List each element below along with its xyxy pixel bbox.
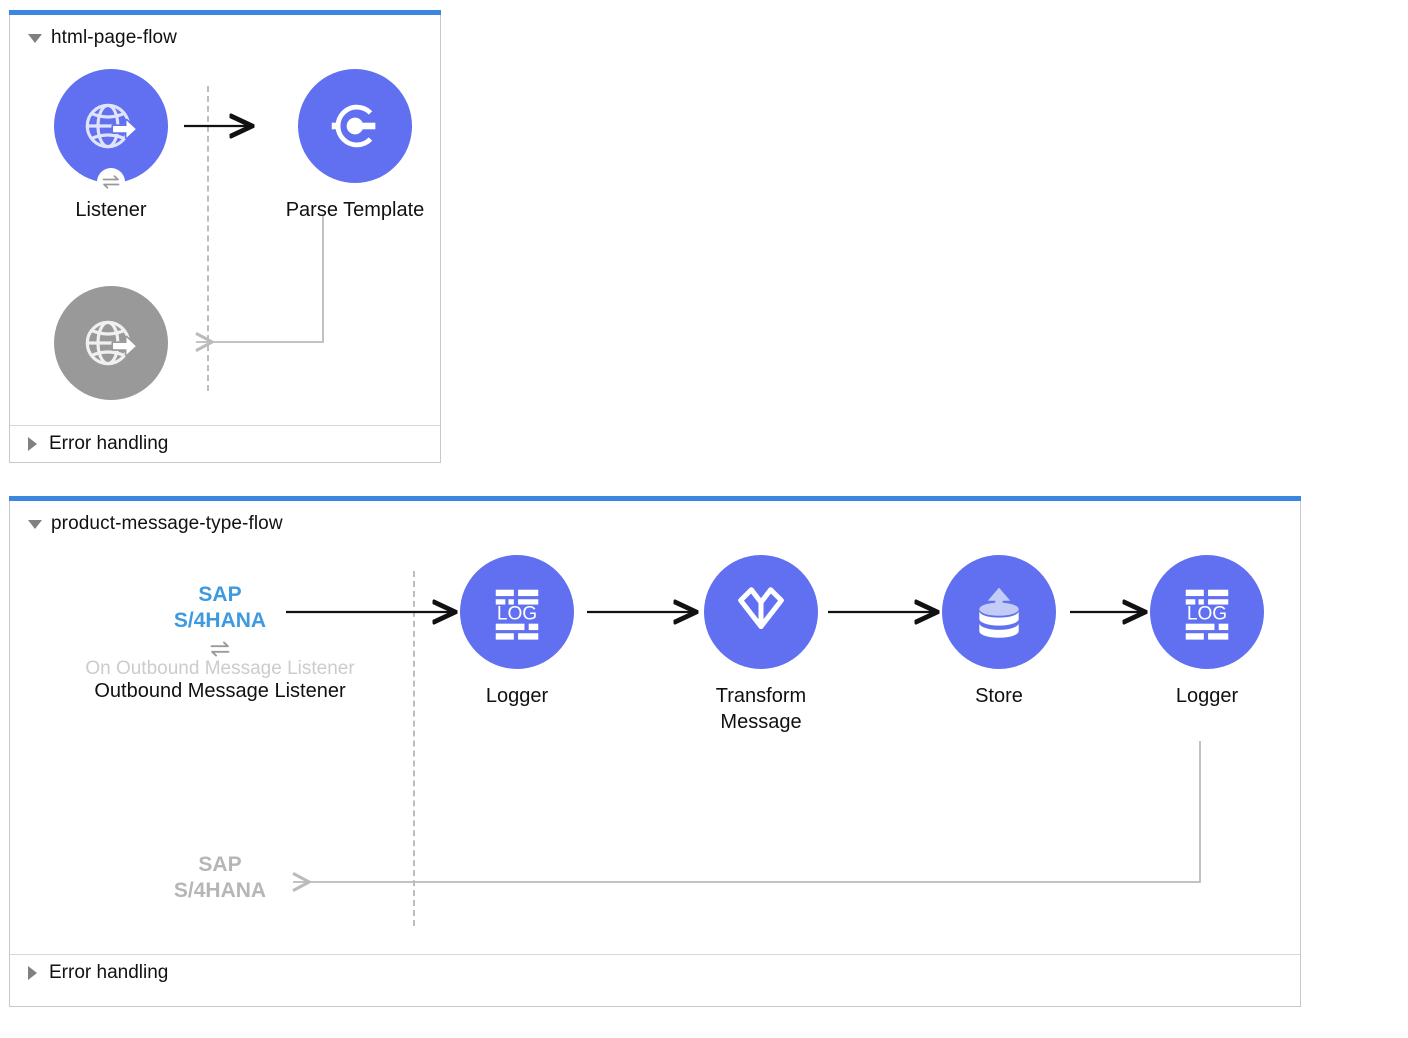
node-logger-1[interactable]: LOG Logger [460,555,574,709]
source-operation-ghost: On Outbound Message Listener [85,658,355,679]
source-connector-name: SAP S/4HANA [173,583,267,632]
error-handling-divider [10,954,1300,955]
source-divider-dashed [207,86,209,391]
logger-log-icon: LOG [495,589,539,640]
http-response-globe-arrow-icon [85,320,138,366]
http-listener-globe-arrow-icon [85,103,138,149]
http-response-circle[interactable] [54,286,168,400]
triangle-right-icon[interactable] [28,437,37,451]
triangle-down-icon[interactable] [28,33,42,43]
store-database-upload-icon [979,587,1019,638]
flow-panel-product-message-type-flow[interactable]: product-message-type-flow SAP S/4HANA On… [9,496,1301,1007]
node-store[interactable]: Store [942,555,1056,709]
flow-header[interactable]: product-message-type-flow [28,513,283,535]
triangle-right-icon[interactable] [28,966,37,980]
error-handling-row[interactable]: Error handling [28,962,168,984]
node-label: Logger [485,685,549,707]
logger-icon-text: LOG [497,603,537,624]
flow-title: html-page-flow [51,27,178,48]
node-listener[interactable]: Listener [54,69,168,223]
flow-panel-html-page-flow[interactable]: html-page-flow [9,10,441,463]
parse-template-circle[interactable] [298,69,412,183]
transform-message-circle[interactable] [704,555,818,669]
triangle-down-icon[interactable] [28,519,42,529]
source-operation: Outbound Message Listener [94,680,346,702]
node-logger-2[interactable]: LOG Logger [1150,555,1264,709]
node-label: Store [975,685,1023,707]
transform-message-icon [738,587,784,630]
error-handling-row[interactable]: Error handling [28,433,168,455]
http-listener-circle[interactable] [54,69,168,196]
flow-accent-bar [9,10,441,15]
bidirectional-swap-icon [97,168,125,196]
node-http-response-muted[interactable] [54,286,168,400]
logger-circle[interactable]: LOG [1150,555,1264,669]
error-handling-label: Error handling [49,433,169,454]
node-label: Listener [75,199,147,221]
node-parse-template[interactable]: Parse Template [265,69,445,223]
node-label: Transform Message [715,685,807,733]
logger-circle[interactable]: LOG [460,555,574,669]
flow2-connectors [286,496,1201,1007]
logger-icon-text: LOG [1187,603,1227,624]
bidirectional-swap-icon [207,640,233,658]
logger-log-icon: LOG [1185,589,1229,640]
response-sap-s4hana-muted[interactable]: SAP S/4HANA [110,852,330,904]
response-connector-name: SAP S/4HANA [173,853,267,902]
node-transform-message[interactable]: Transform Message [701,555,821,735]
flow-accent-bar [9,496,1301,501]
node-label: Logger [1175,685,1239,707]
source-divider-dashed [413,571,415,926]
flow-title: product-message-type-flow [51,513,283,534]
node-label: Parse Template [285,199,425,221]
store-circle[interactable] [942,555,1056,669]
error-handling-label: Error handling [49,962,169,983]
parse-template-icon [331,104,376,148]
flow-header[interactable]: html-page-flow [28,27,177,49]
error-handling-divider [10,425,440,426]
source-sap-s4hana[interactable]: SAP S/4HANA On Outbound Message Listener… [50,582,390,703]
